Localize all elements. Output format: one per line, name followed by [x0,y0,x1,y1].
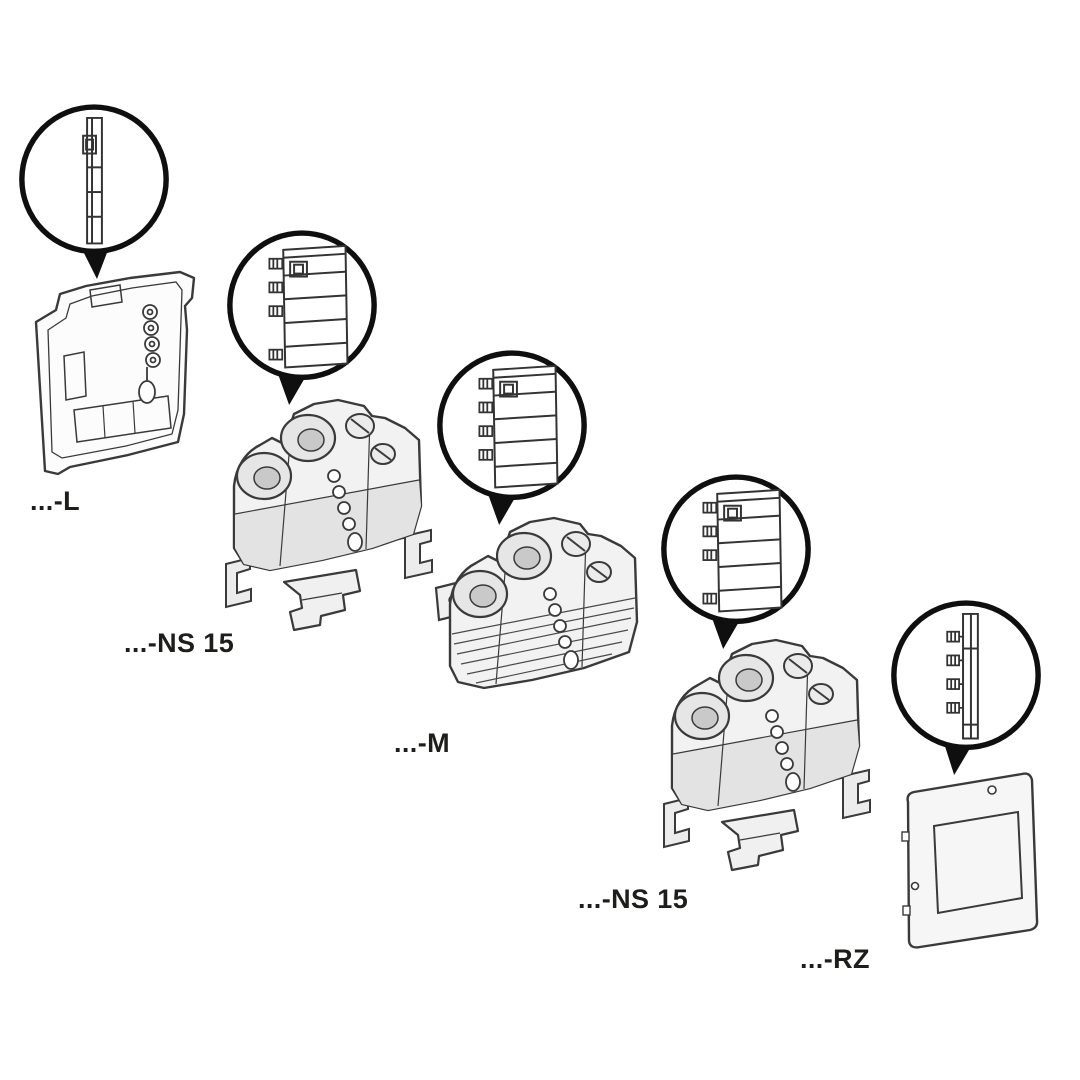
terminal-m-drawing [434,516,639,690]
detail-callout-m [437,350,587,526]
detail-callout-ns15-1 [227,230,377,406]
wire-entry-funnels [235,413,337,501]
clamp-screws [783,653,834,705]
terminal-ns15-drawing-2 [663,638,871,872]
figure-label-ns15-2: ...-NS 15 [578,884,689,914]
figure-label-m: ...-M [394,728,450,758]
wire-entry-funnels [451,531,553,619]
profile-screws [478,377,494,461]
cover-profile-detail [962,612,979,740]
terminal-profile-detail [716,488,783,613]
profile-screws [702,501,718,605]
profile-screws [268,257,284,361]
test-points [543,587,579,670]
terminal-profile-detail [492,364,559,489]
test-points [327,469,363,552]
detail-callout-l [19,104,169,280]
mounting-foot [720,808,800,872]
figure-label-l: ...-L [30,486,80,516]
wire-entry-funnels [673,653,775,741]
profile-screws [946,630,964,714]
detail-callout-ns15-2 [661,474,811,650]
terminal-ns15-drawing [225,398,433,632]
end-plate-body [34,270,196,476]
terminal-profile-detail [282,244,349,369]
figure-label-rz: ...-RZ [800,944,870,974]
end-plate-profile-detail [82,116,103,245]
cover-rz-drawing [901,772,1039,949]
end-plate-contact-holes [138,304,161,404]
detail-callout-rz [891,600,1041,776]
test-points [765,709,801,792]
figure-label-ns15-1: ...-NS 15 [124,628,235,658]
clamp-screws [345,413,396,465]
clamp-screws [561,531,612,583]
body-ribs [451,597,636,684]
cover-body [901,772,1039,949]
end-plate-drawing [34,270,196,476]
mounting-foot [282,568,362,632]
